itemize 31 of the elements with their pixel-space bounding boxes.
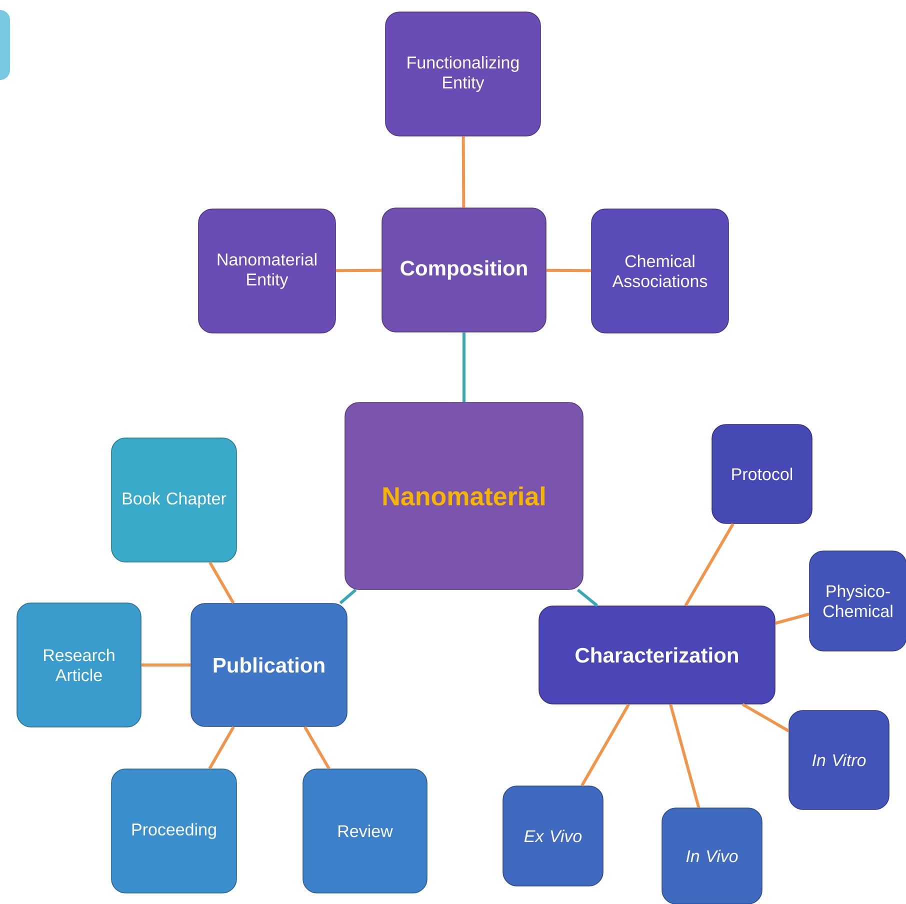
topic-box: Nanomaterial Entity: [198, 208, 336, 334]
topic-box: Research Article: [16, 602, 142, 728]
topic-box: Functionalizing Entity: [385, 12, 541, 136]
topic-box: Characterization: [538, 606, 776, 704]
connector-line: [742, 703, 790, 732]
connector-line: [304, 726, 330, 770]
connector-line: [141, 663, 191, 666]
connector-line: [580, 704, 630, 786]
topic-box: In Vivo: [662, 808, 762, 904]
topic-box: Review: [302, 768, 428, 894]
topic-box: Book Chapter: [111, 438, 237, 562]
connector-line: [208, 562, 235, 604]
connector-line: [546, 268, 592, 272]
topic-box: Publication: [190, 603, 348, 727]
connector-line: [775, 612, 810, 625]
topic-box: Ex Vivo: [502, 786, 604, 886]
connector-line: [336, 268, 382, 272]
connector-line: [576, 588, 598, 607]
connector-line: [339, 588, 357, 604]
connector-line: [684, 523, 734, 606]
topic-box: In Vitro: [788, 710, 890, 810]
connector-line: [208, 726, 235, 770]
topic-box: Chemical Associations: [591, 208, 729, 334]
topic-box: Proceeding: [111, 768, 237, 894]
topic-box: Composition: [382, 208, 546, 332]
topic-box: Nanomaterial: [344, 402, 584, 590]
connector-line: [462, 332, 466, 402]
topic-box: Physico-Chemical: [809, 550, 906, 652]
connector-line: [669, 704, 700, 808]
connector-line: [462, 136, 466, 208]
topic-box: Protocol: [712, 424, 812, 524]
